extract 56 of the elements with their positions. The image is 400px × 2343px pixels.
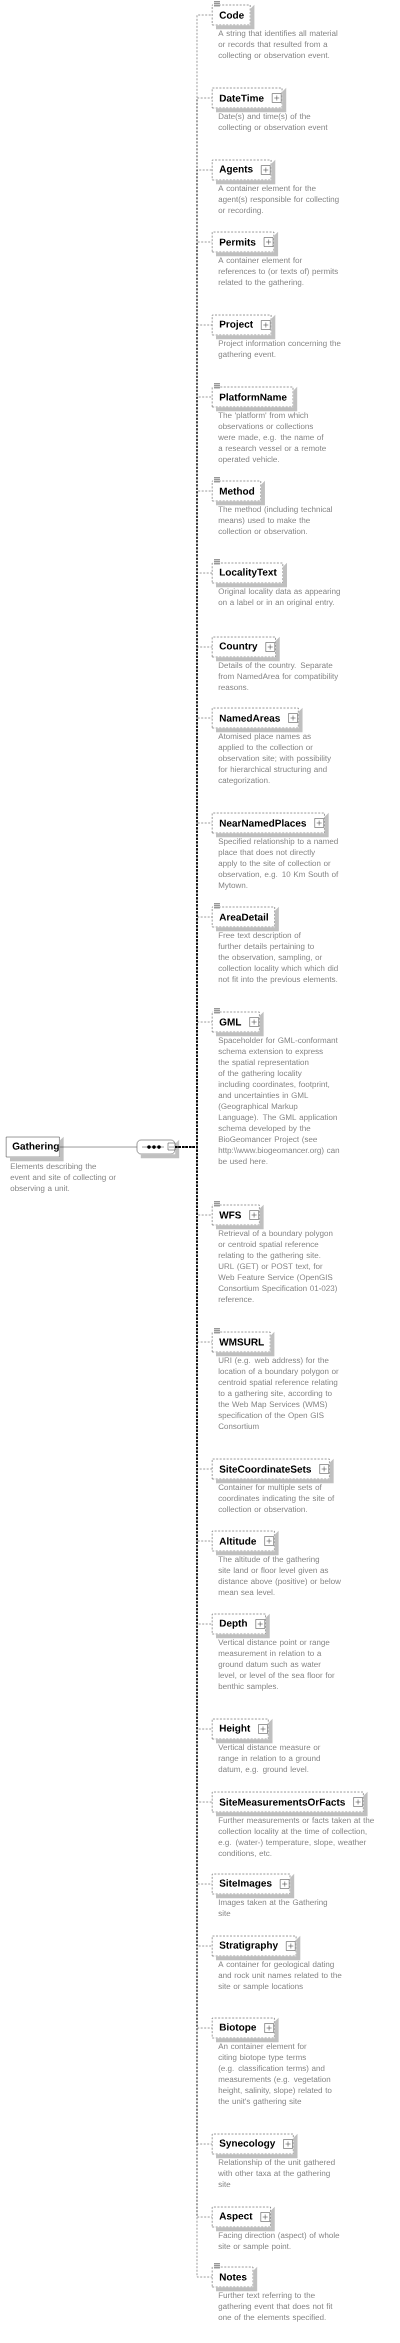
description-text: URI (e.g. web address) for the location of a boundary polygon or centroid spatial reference relating to a gathering site, according to the Web Map Services (WMS) specification of the Open GIS Consortium: [218, 1357, 339, 1430]
element-box: Gathering: [6, 1136, 64, 1162]
description-text: Project information concerning the gathering event.: [218, 340, 341, 359]
description-text: Atomised place names as applied to the collection or observation site; with possibility for hierarchical structuring and categorization.: [218, 733, 332, 785]
description-text: Free text description of further details pertaining to the observation, sampling, or collection locality which which did not fit into the previous elements.: [218, 932, 338, 984]
description-text: Elements describing the event and site of collecting or observing a unit.: [10, 1163, 116, 1193]
element-box: Stratigraphy: [212, 1935, 301, 1961]
element-box: Synecology: [212, 2133, 298, 2159]
element-box: LocalityText: [212, 562, 287, 588]
element-box: WMSURL: [212, 1331, 275, 1357]
element-box: Method: [212, 480, 265, 506]
description-text: Details of the country. Separate from NamedArea for compatibility reasons.: [218, 662, 339, 691]
element-box: Project: [212, 314, 276, 340]
element-box: SiteImages: [212, 1873, 295, 1899]
description-text: Relationship of the unit gathered with other taxa at the gathering site: [218, 2159, 335, 2188]
description-text: A container for geological dating and rock unit names related to the site or sample locations: [218, 1961, 342, 1991]
description-text: Retrieval of a boundary polygon or centroid spatial reference relating to the gathering site. URL (GET) or POST text, for Web Feature Service (OpenGIS Consortium Specification 01-023) reference.: [218, 1230, 337, 1303]
element-box: Code: [212, 4, 255, 30]
description-text: Date(s) and time(s) of the collecting or observation event: [218, 113, 328, 132]
description-text: Spaceholder for GML-conformant schema extension to express the spatial representation of the gathering locality including coordinates, footprint, and uncertainties in GML (Geographical Markup Language). The GML application schema developed by the BioGeomancer Project (see http:\\www.biogeomancer.org) can be used here.: [218, 1037, 340, 1165]
description-text: Further text referring to the gathering event that does not fit one of the elements specified.: [218, 2292, 333, 2322]
description-text: Container for multiple sets of coordinates indicating the site of collection or observation.: [218, 1484, 335, 1513]
element-box: Aspect: [212, 2206, 275, 2232]
description-text: Vertical distance point or range measurement in relation to a ground datum such as water level, or level of the sea floor for benthic samples.: [218, 1639, 335, 1691]
element-box: Country: [212, 636, 280, 662]
connector-line: [59, 1146, 137, 1148]
element-box: Permits: [212, 231, 279, 257]
element-box: SiteMeasurementsOrFacts: [212, 1791, 368, 1817]
description-text: Facing direction (aspect) of whole site or sample point.: [218, 2232, 340, 2251]
element-box: SiteCoordinateSets: [212, 1458, 334, 1484]
element-box: Height: [212, 1718, 273, 1744]
element-box: WFS: [212, 1204, 264, 1230]
element-box: Depth: [212, 1613, 270, 1639]
element-box: Notes: [212, 2266, 258, 2292]
description-text: Images taken at the Gathering site: [218, 1899, 328, 1917]
description-text: Vertical distance measure or range in relation to a ground datum, e.g. ground level.: [218, 1744, 321, 1774]
description-text: The method (including technical means) used to make the collection or observation.: [218, 506, 332, 535]
description-text: An container element for citing biotope type terms (e.g. classification terms) and measurements (e.g. vegetation height, salinity, slope) related to the unit's gathering site: [218, 2043, 332, 2106]
element-box: NearNamedPlaces: [212, 812, 329, 838]
sequence-symbol: [136, 1139, 180, 1159]
description-text: The 'platform' from which observations or collections were made, e.g. the name of a research vessel or a remote operated vehicle.: [218, 412, 326, 464]
element-box: AreaDetail: [212, 906, 279, 932]
description-text: Specified relationship to a named place that does not directly apply to the site of collection or observation, e.g. 10 Km South of Mytown.: [218, 838, 339, 890]
description-text: Original locality data as appearing on a label or in an original entry.: [218, 588, 340, 607]
element-box: DateTime: [212, 87, 287, 113]
element-box: Agents: [212, 159, 276, 185]
description-text: A string that identifies all material or records that resulted from a collecting or observation event.: [218, 30, 338, 60]
element-box: GML: [212, 1011, 264, 1037]
description-text: Further measurements or facts taken at the collection locality at the time of collection, e.g. (water-) temperature, slope, weather conditions, etc.: [218, 1817, 374, 1858]
element-box: Altitude: [212, 1530, 279, 1556]
description-text: A container element for references to (or texts of) permits related to the gathering.: [218, 257, 338, 287]
element-box: Biotope: [212, 2017, 279, 2043]
element-box: PlatformName: [212, 386, 298, 412]
description-text: The altitude of the gathering site land or floor level given as distance above (positive) or below mean sea level.: [218, 1556, 341, 1596]
description-text: A container element for the agent(s) responsible for collecting or recording.: [218, 185, 339, 215]
element-box: NamedAreas: [212, 707, 303, 733]
